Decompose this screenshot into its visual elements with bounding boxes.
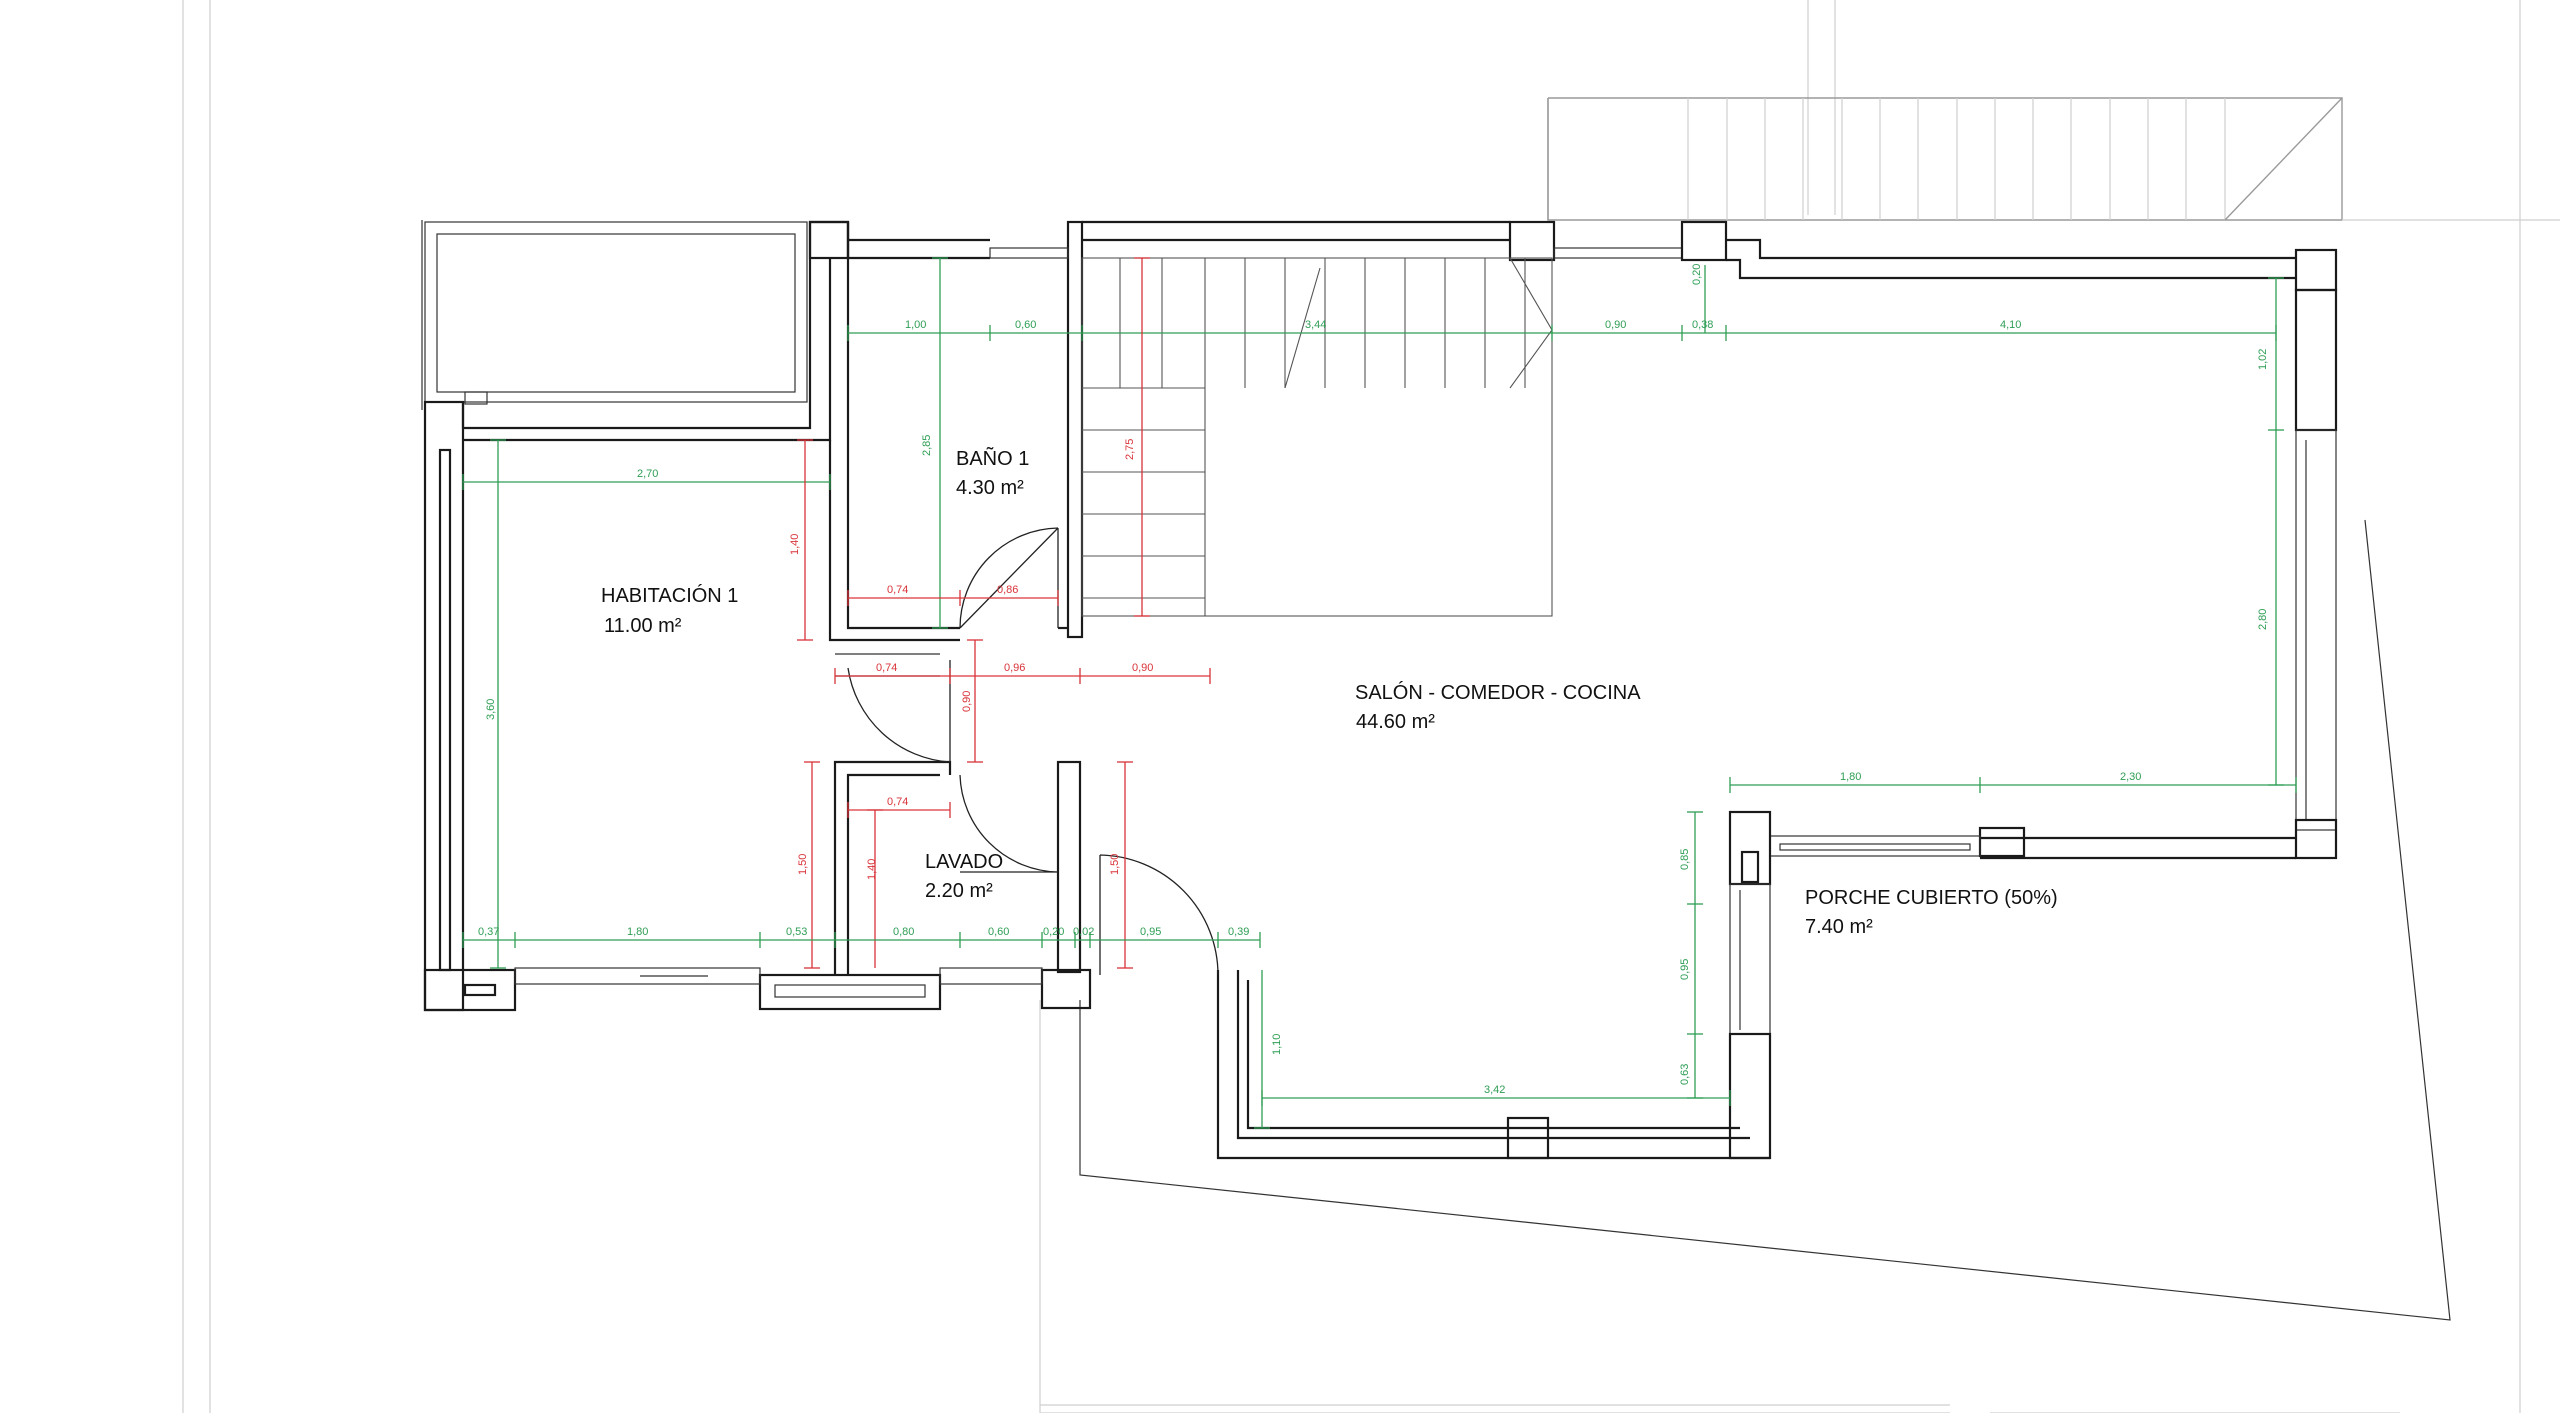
dim-label: 0,90 xyxy=(961,691,973,712)
dim-label: 3,42 xyxy=(1484,1084,1505,1096)
dim-label: 0,74 xyxy=(887,796,908,808)
dim-label: 0,85 xyxy=(1679,849,1691,870)
dim-label: 0,63 xyxy=(1679,1064,1691,1085)
room-name-bano: BAÑO 1 xyxy=(956,446,1029,470)
room-area-salon: 44.60 m² xyxy=(1356,711,1435,733)
dim-label: 0,90 xyxy=(1132,662,1153,674)
dim-label: 0,39 xyxy=(1228,926,1249,938)
dim-label: 0,20 xyxy=(1043,926,1064,938)
dim-label: 0,74 xyxy=(887,584,908,596)
room-labels: HABITACIÓN 1 11.00 m² BAÑO 1 4.30 m² SAL… xyxy=(601,446,2058,938)
dim-label: 0,02 xyxy=(1073,926,1094,938)
dimension-lines xyxy=(462,257,2297,1129)
room-area-bano: 4.30 m² xyxy=(956,477,1024,499)
dim-label: 1,50 xyxy=(797,854,809,875)
dim-label: 1,80 xyxy=(627,926,648,938)
dim-label: 1,50 xyxy=(1109,854,1121,875)
dim-label: 1,02 xyxy=(2257,349,2269,370)
room-area-lavado: 2.20 m² xyxy=(925,880,993,902)
exterior-stair xyxy=(1547,97,2560,221)
dim-label: 3,60 xyxy=(485,699,497,720)
room-area-porche: 7.40 m² xyxy=(1805,916,1873,938)
dim-label: 3,44 xyxy=(1305,319,1326,331)
dim-label: 2,30 xyxy=(2120,771,2141,783)
dim-label: 1,00 xyxy=(905,319,926,331)
dim-label: 0,95 xyxy=(1679,959,1691,980)
dim-label: 0,96 xyxy=(1004,662,1025,674)
dim-label: 0,90 xyxy=(1605,319,1626,331)
room-name-lavado: LAVADO xyxy=(925,851,1003,873)
interior-stair xyxy=(1081,257,1553,617)
dim-label: 0,60 xyxy=(1015,319,1036,331)
dim-label: 1,80 xyxy=(1840,771,1861,783)
door-bano xyxy=(959,527,1059,629)
dim-label: 0,60 xyxy=(988,926,1009,938)
dim-label: 2,80 xyxy=(2257,609,2269,630)
dim-label: 2,75 xyxy=(1124,439,1136,460)
dim-label: 0,86 xyxy=(997,584,1018,596)
dim-label: 1,40 xyxy=(789,534,801,555)
dim-label: 0,20 xyxy=(1691,264,1703,285)
dim-label: 4,10 xyxy=(2000,319,2021,331)
dim-label: 0,95 xyxy=(1140,926,1161,938)
dim-label: 2,70 xyxy=(637,468,658,480)
walls xyxy=(423,220,2338,1160)
dimension-labels: 1,00 0,60 3,44 0,90 0,38 4,10 0,20 1,02 … xyxy=(478,264,2269,1096)
dim-label: 1,10 xyxy=(1271,1034,1283,1055)
terrace-planter xyxy=(424,221,808,405)
dim-label: 0,80 xyxy=(893,926,914,938)
dim-label: 1,40 xyxy=(866,859,878,880)
door-habitacion xyxy=(847,660,951,763)
room-name-porche: PORCHE CUBIERTO (50%) xyxy=(1805,887,2058,909)
room-name-salon: SALÓN - COMEDOR - COCINA xyxy=(1355,681,1641,704)
dim-label: 0,53 xyxy=(786,926,807,938)
dim-label: 0,74 xyxy=(876,662,897,674)
dim-label: 0,37 xyxy=(478,926,499,938)
room-area-habitacion: 11.00 m² xyxy=(604,615,682,637)
construction-lines xyxy=(182,0,2521,1413)
door-lavado xyxy=(959,774,1059,873)
dim-label: 0,38 xyxy=(1692,319,1713,331)
plot-boundary xyxy=(421,220,2451,1321)
room-name-habitacion: HABITACIÓN 1 xyxy=(601,584,738,607)
dim-label: 2,85 xyxy=(921,435,933,456)
